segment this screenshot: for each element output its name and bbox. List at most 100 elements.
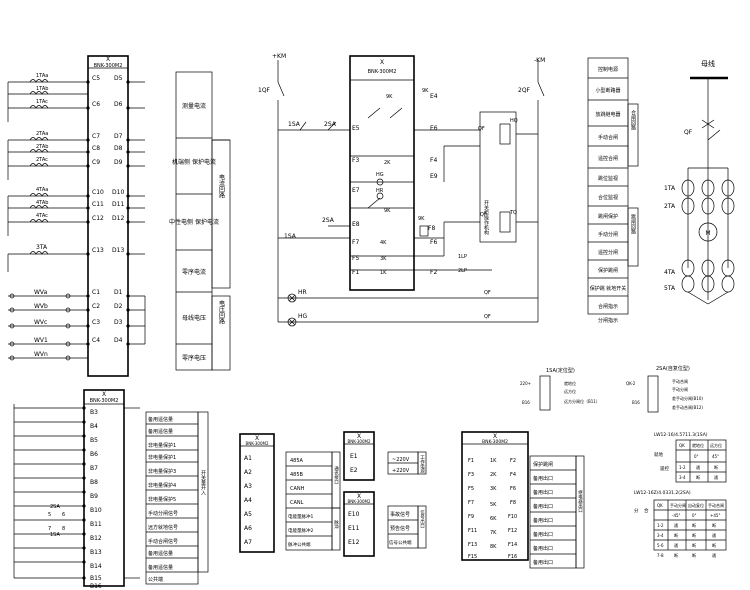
terminal: C10 xyxy=(92,189,104,196)
group-power: 工作电源 xyxy=(420,455,425,475)
comm-label: CANL xyxy=(290,500,304,506)
func-label: 备用遥信量 xyxy=(148,564,173,571)
terminal: E7 xyxy=(352,187,360,194)
func-label: 非电量保护3 xyxy=(148,468,176,475)
terminal-dot xyxy=(126,206,130,210)
table1-cell: 断 xyxy=(696,474,700,480)
group-binary: 开关量开入 xyxy=(200,470,206,495)
group-pulse: 脉冲 xyxy=(334,519,339,531)
terminal-dot xyxy=(126,194,130,198)
terminal: E8 xyxy=(352,221,360,228)
terminal-dot xyxy=(82,560,86,564)
wv-label: WVc xyxy=(34,319,47,326)
terminal: A4 xyxy=(244,497,252,504)
terminal: F13 xyxy=(468,542,477,548)
relay-label: 9K xyxy=(386,94,393,100)
terminal-dot xyxy=(126,324,130,328)
table2-cell: 1-2 xyxy=(657,523,664,528)
table2-cell: 5-6 xyxy=(657,543,664,548)
terminal: F15 xyxy=(468,554,477,560)
terminal: B7 xyxy=(90,465,98,472)
func-label: 遥控合闸 xyxy=(598,155,618,162)
relay-label: 2K xyxy=(384,160,391,166)
terminal-dot xyxy=(82,518,86,522)
device-model: BNK-300M2 xyxy=(94,63,123,69)
device-x: X xyxy=(102,391,106,398)
sa1-label: 1SA xyxy=(288,121,301,128)
terminal: C9 xyxy=(92,159,100,166)
func-label: 备用遥信量 xyxy=(148,428,173,435)
ct-label: 1TAb xyxy=(36,86,48,92)
terminal-dot xyxy=(86,308,90,312)
terminal: F12 xyxy=(508,528,517,534)
terminal: B8 xyxy=(90,479,98,486)
terminal: F7 xyxy=(352,239,359,246)
terminal: D5 xyxy=(114,75,123,82)
terminal: B15 xyxy=(90,575,102,582)
ta-label: 1TA xyxy=(664,185,676,192)
terminal: B9 xyxy=(90,493,98,500)
out-label: 备用出口 xyxy=(533,559,553,566)
sa1-label: 1SA xyxy=(50,532,60,538)
device-model: BNK-300M2 xyxy=(368,69,397,75)
terminal-dot xyxy=(126,342,130,346)
terminal: F7 xyxy=(468,500,474,506)
terminal-dots xyxy=(82,80,130,580)
device-x: X xyxy=(357,433,361,440)
func-label: 测量电流 xyxy=(182,102,206,110)
terminal: D7 xyxy=(114,133,123,140)
group-voltage: 电压回路 xyxy=(218,299,225,325)
voltage-label: ~220V xyxy=(392,457,410,463)
terminal-dot xyxy=(86,106,90,110)
terminal: D13 xyxy=(112,247,124,254)
table2-cell: 通 xyxy=(712,532,716,538)
terminal: E12 xyxy=(348,539,360,546)
terminal: C4 xyxy=(92,337,100,344)
terminal: E10 xyxy=(348,511,360,518)
terminal: B3 xyxy=(90,409,98,416)
sa2-out: 差手动合闸(B12) xyxy=(672,404,703,410)
terminal-dot xyxy=(86,324,90,328)
table2-cell: 通 xyxy=(674,522,678,528)
qf-label: QF xyxy=(684,129,693,136)
func-label: 小型断路器 xyxy=(595,87,620,94)
terminal: F1 xyxy=(352,269,359,276)
terminal: E1 xyxy=(350,453,358,460)
table2-title: LW12-16Z/4.0331.2(2SA) xyxy=(634,490,691,496)
terminal: C2 xyxy=(92,303,100,310)
func-label: 机端侧 保护电流 xyxy=(172,158,216,166)
device-x: X xyxy=(380,59,384,66)
table1-header: 远方位 xyxy=(710,442,722,448)
panel-comms xyxy=(239,433,341,553)
terminal-dot xyxy=(82,434,86,438)
wv-label: WV1 xyxy=(34,337,48,344)
out-label: 备用出口 xyxy=(533,503,553,510)
ct-label: 4TAa xyxy=(36,187,48,193)
terminal: F2 xyxy=(430,269,437,276)
comm-label: CANH xyxy=(290,486,305,492)
panel-relay-outputs xyxy=(461,431,585,569)
relay-label: 6K xyxy=(490,516,497,522)
table2-cell: 3-4 xyxy=(657,533,664,538)
func-label: 公共端 xyxy=(148,576,163,583)
table2-cell: 断 xyxy=(692,532,696,538)
out-label: 备用出口 xyxy=(533,489,553,496)
terminal-dot xyxy=(86,294,90,298)
terminal-dot xyxy=(126,138,130,142)
terminal: D11 xyxy=(112,201,124,208)
terminal: E11 xyxy=(348,525,360,532)
terminal-dot xyxy=(82,576,86,580)
comm-label: 电能量脉冲1 xyxy=(288,513,313,520)
wv-label: WVn xyxy=(34,351,48,358)
circle-num: 6 xyxy=(62,512,65,518)
terminal-dot xyxy=(86,194,90,198)
func-label: 保护跳闸 xyxy=(598,267,618,274)
sa2-title: 2SA(自复位型) xyxy=(656,365,690,372)
group-comms: 通讯接口 xyxy=(334,465,339,486)
terminal-dot xyxy=(126,150,130,154)
relay-label: HR xyxy=(376,188,384,194)
terminal: E4 xyxy=(430,93,438,100)
comm-label: 电能量脉冲2 xyxy=(288,527,313,534)
qf2-label: 2QF xyxy=(518,87,531,94)
terminal-dot xyxy=(82,420,86,424)
